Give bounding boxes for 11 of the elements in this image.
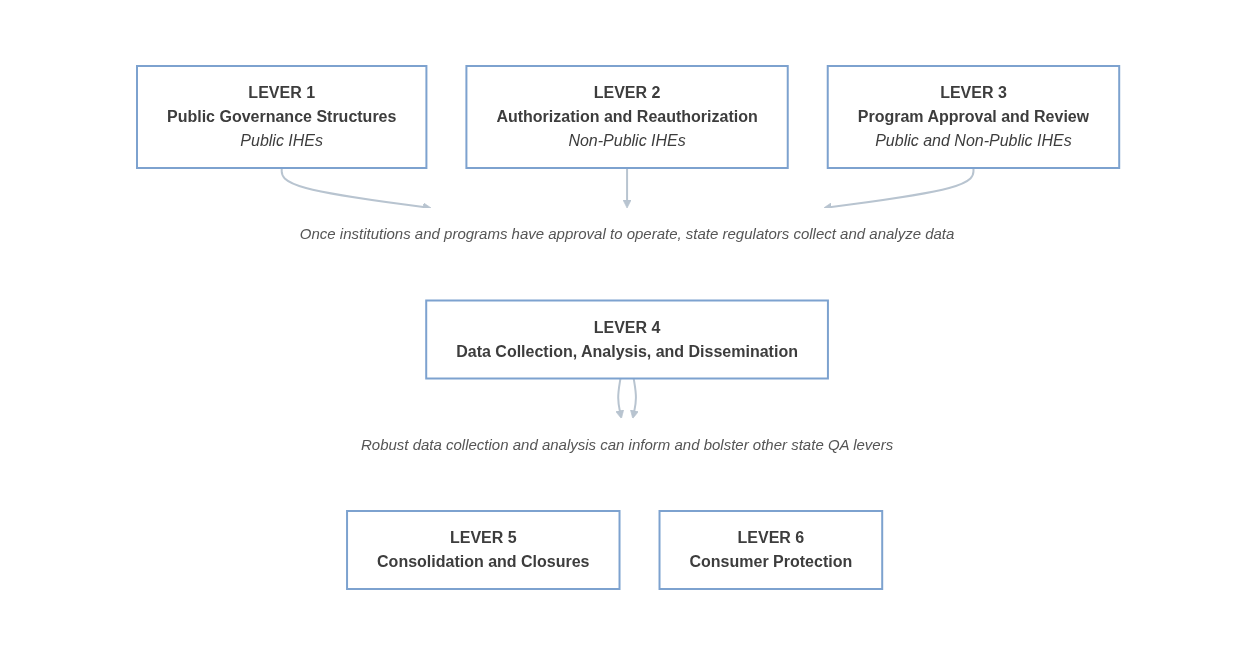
node-box: LEVER 5 Consolidation and Closures: [345, 509, 621, 590]
node-box: LEVER 3 Program Approval and Review Public and Non-Public IHEs: [826, 64, 1121, 169]
node-text: Robust data collection and analysis can inform and bolster other state QA levers: [360, 435, 894, 452]
arrow: [630, 377, 639, 419]
arrow: [622, 166, 632, 208]
arrow: [615, 377, 624, 419]
node-box: LEVER 2 Authorization and Reauthorization Non-Public IHEs: [465, 64, 789, 169]
node-box: LEVER 6 Consumer Protection: [658, 509, 884, 590]
node-box: LEVER 1 Public Governance Structures Public IHEs: [135, 64, 428, 169]
node-box: LEVER 4 Data Collection, Analysis, and Dissemination: [425, 299, 829, 379]
node-text: Once institutions and programs have approval to operate, state regulators collect and analyze data: [299, 224, 955, 242]
